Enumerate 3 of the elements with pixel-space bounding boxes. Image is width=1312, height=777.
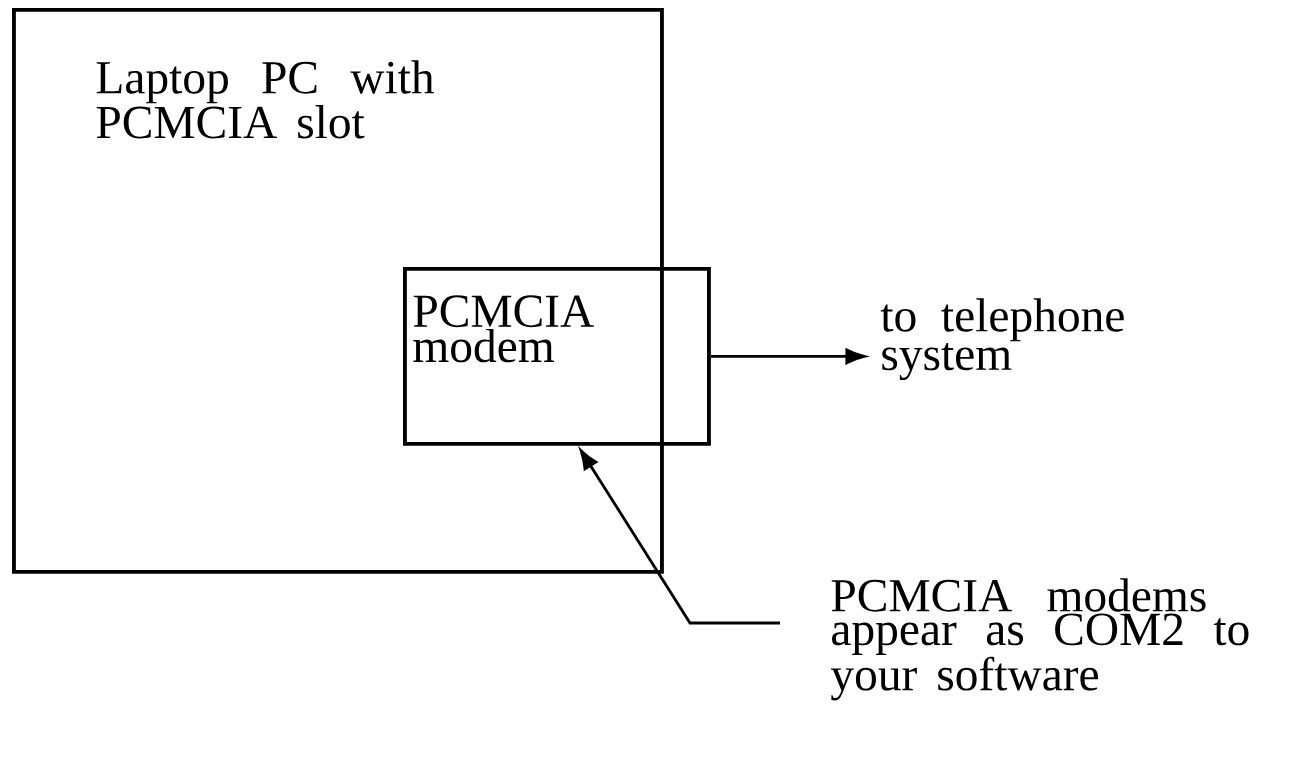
label-text: to telephone system [880,298,1124,381]
modem-box: PCMCIA modem [403,266,711,446]
note-text: PCMCIA modems appear as COM2 to your software [830,578,1249,701]
